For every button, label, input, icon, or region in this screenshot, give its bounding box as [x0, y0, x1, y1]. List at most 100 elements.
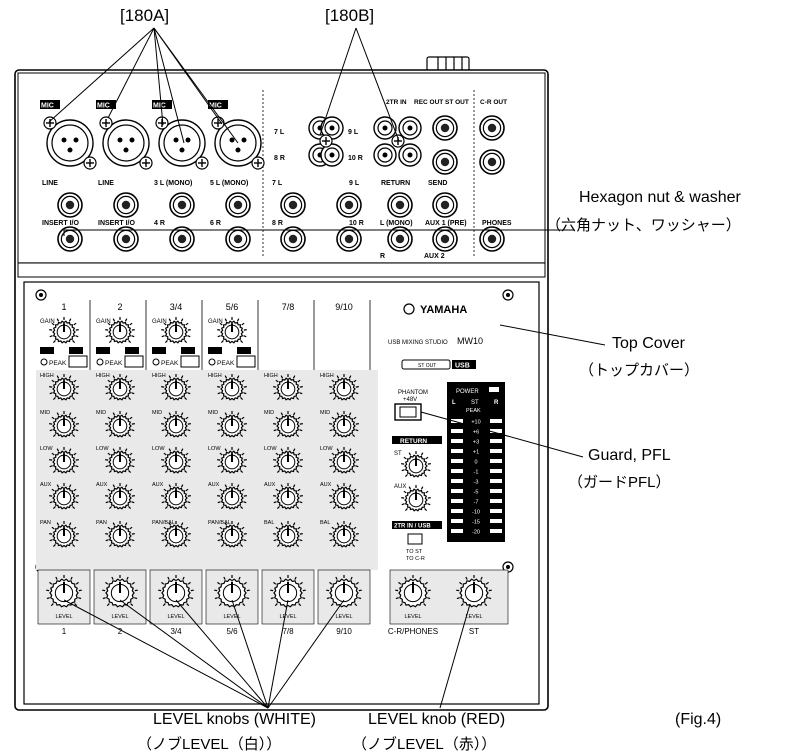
level-knob — [214, 575, 250, 608]
eq-knob — [161, 483, 191, 510]
bottom-label: ST — [469, 627, 479, 636]
eq-label: HIGH — [40, 373, 54, 379]
pad-tag — [237, 347, 251, 354]
ch9-line: 9 L — [349, 180, 360, 187]
eq-knob — [217, 374, 247, 401]
level-label: LEVEL — [167, 614, 184, 620]
meter-scale-label: -7 — [474, 500, 479, 506]
channel-number: 5/6 — [226, 302, 239, 312]
meter-scale-label: +1 — [473, 450, 479, 456]
line-jack-4 — [225, 192, 251, 218]
rca-7b — [320, 116, 344, 140]
leader-180a — [153, 27, 239, 144]
leader-180a — [153, 27, 164, 126]
meter-scale-label: -20 — [472, 530, 480, 536]
mic-tag — [208, 100, 228, 109]
peak-label: PEAK — [217, 360, 235, 367]
meter-led-r — [490, 429, 502, 433]
return-aux-knob — [401, 485, 431, 512]
meter-st: ST — [471, 400, 479, 406]
eq-knob — [329, 447, 359, 474]
eq-knob — [49, 447, 79, 474]
usb-tag — [452, 360, 476, 369]
return-st-label: ST — [394, 451, 402, 457]
eq-label: AUX — [264, 482, 276, 488]
eq-knob — [329, 411, 359, 438]
meter-peak: PEAK — [466, 408, 481, 414]
pad-tag — [96, 347, 110, 354]
figure-number: (Fig.4) — [675, 711, 722, 728]
eq-label: HIGH — [96, 373, 110, 379]
eq-knob — [273, 447, 303, 474]
eq-label: MID — [96, 410, 106, 416]
level-zone — [317, 569, 371, 625]
eq-knob — [105, 483, 135, 510]
ch8-line: 8 R — [272, 220, 283, 227]
return-st-knob — [401, 451, 431, 478]
line-label: 5 L (MONO) — [210, 180, 248, 187]
eq-label: LOW — [152, 446, 165, 452]
return-l-mono: L (MONO) — [380, 220, 413, 227]
eq-knob — [273, 411, 303, 438]
hpf-button — [180, 355, 200, 368]
cr-out-r — [479, 149, 505, 175]
gain-label: GAIN — [208, 319, 223, 325]
rec-out-label: REC OUT — [414, 99, 443, 106]
meter-led-r — [490, 529, 502, 533]
channel-number: 7/8 — [282, 302, 295, 312]
insert-jack-2 — [113, 226, 139, 252]
eq-label: LOW — [96, 446, 109, 452]
label-top-cover-jp: （トップカバー） — [579, 362, 700, 379]
leader-level-red — [439, 603, 471, 709]
meter-led-l — [451, 459, 463, 463]
return-label: RETURN — [381, 180, 410, 187]
eq-label: LOW — [320, 446, 333, 452]
level-label: LEVEL — [335, 614, 352, 620]
peak-led — [152, 358, 160, 366]
label-guard-pfl: Guard, PFL — [588, 447, 671, 464]
hpf-button — [68, 355, 88, 368]
leader-level-white — [119, 599, 269, 709]
xlr-input-3 — [155, 116, 209, 170]
meter-led-r — [490, 439, 502, 443]
label-180a: [180A] — [120, 6, 170, 25]
channel-number: 2 — [117, 302, 122, 312]
rca-8b — [320, 143, 344, 167]
line-label: 3 L (MONO) — [154, 180, 192, 187]
level-knob — [158, 575, 194, 608]
leader-level-white — [175, 599, 269, 709]
line-jack-10 — [336, 226, 362, 252]
panel-screw — [35, 289, 47, 301]
leader-level-white — [267, 599, 289, 709]
eq-label: MID — [208, 410, 218, 416]
mid-strip — [17, 262, 546, 278]
pan-knob — [105, 521, 135, 548]
eq-label: AUX — [320, 482, 332, 488]
level-label: LEVEL — [111, 614, 128, 620]
return-tag — [392, 436, 442, 444]
level-label: LEVEL — [279, 614, 296, 620]
cr-out-label: C-R OUT — [480, 99, 507, 106]
phantom-voltage: +48V — [403, 397, 417, 403]
pad-tag — [125, 347, 139, 354]
pan-label: PAN/BAL — [208, 520, 231, 526]
meter-l: L — [452, 400, 456, 406]
xlr-screw — [195, 156, 209, 170]
eq-knob — [217, 411, 247, 438]
eq-knob — [161, 411, 191, 438]
leader-level-white — [267, 599, 345, 709]
return-aux-label: AUX — [394, 484, 406, 490]
ch10-line: 10 R — [349, 220, 364, 227]
panel-screw — [502, 289, 514, 301]
line-jack-8 — [280, 226, 306, 252]
usb-label: USB — [455, 363, 470, 370]
insert-label: INSERT I/O — [42, 220, 80, 227]
level-knob — [326, 575, 362, 608]
level-knob — [270, 575, 306, 608]
bottom-label: 1 — [62, 627, 67, 636]
to-st-switch — [407, 533, 423, 545]
peak-label: PEAK — [49, 360, 67, 367]
eq-knob — [49, 374, 79, 401]
leader-top-cover — [499, 324, 606, 346]
mic-label: MIC — [41, 103, 54, 110]
